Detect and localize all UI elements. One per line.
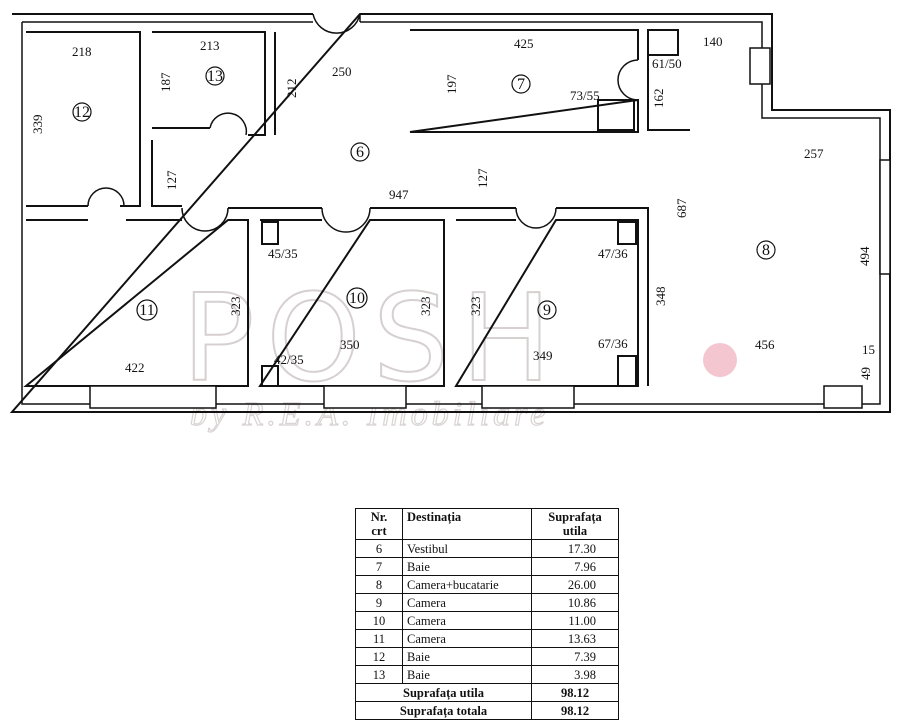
table-row: 7 Baie 7.96 [355, 557, 619, 576]
room-10-fixture-bottom [261, 365, 279, 387]
dim-r12-width: 218 [72, 44, 92, 59]
room-9-fixture-top [617, 221, 637, 245]
table-row: 12 Baie 7.39 [355, 647, 619, 666]
room-9-wall [454, 219, 639, 387]
door-room-9 [515, 207, 557, 229]
room-12-number: 12 [74, 104, 90, 121]
dim-r9-47-36: 47/36 [598, 246, 628, 261]
dim-hall-947: 947 [389, 187, 409, 202]
room-12-wall [26, 31, 141, 207]
total-overall-row: Suprafața totala 98.12 [355, 701, 619, 720]
room-8-number: 8 [762, 242, 770, 259]
dim-hall-127b: 127 [475, 168, 490, 188]
room-6-marker [350, 142, 370, 162]
table-row: 8 Camera+bucatarie 26.00 [355, 575, 619, 594]
door-room-12 [87, 187, 125, 207]
dim-hall-212: 212 [284, 79, 299, 99]
room-13-marker [205, 66, 225, 86]
outer-wall [9, 13, 891, 413]
dim-r8-494: 494 [857, 246, 872, 266]
dim-hall-250: 250 [332, 64, 352, 79]
room-6-number: 6 [356, 144, 364, 161]
outer-wall-inner [21, 21, 881, 405]
header-nr: Nr.crt [355, 508, 403, 540]
dim-61-50: 61/50 [652, 56, 682, 71]
dim-r9-349: 349 [533, 348, 553, 363]
total-useful-row: Suprafața utila 98.12 [355, 683, 619, 702]
room-10-wall [258, 219, 445, 387]
door-room-10 [321, 207, 371, 233]
dim-hall-127a: 127 [164, 170, 179, 190]
hall-wall-left [151, 32, 276, 207]
floor-plan: POSH by R.E.A. Imobiliare [9, 13, 891, 434]
dim-r7-height: 197 [444, 74, 459, 94]
room-10-number: 10 [349, 290, 365, 307]
door-room-7 [617, 59, 639, 101]
table-row: 6 Vestibul 17.30 [355, 539, 619, 558]
dim-r9-348: 348 [653, 287, 668, 307]
room-12-marker [72, 102, 92, 122]
room-7-fixture [597, 99, 635, 131]
dim-r11-422: 422 [125, 360, 145, 375]
dim-r13-height: 187 [158, 72, 173, 92]
dim-r8-257: 257 [804, 146, 824, 161]
dim-r8-49: 49 [858, 367, 873, 380]
dim-r9-323: 323 [468, 297, 483, 317]
room-10-marker [346, 287, 368, 309]
room-9-fixture-bottom [617, 355, 637, 387]
dim-r7-fixture: 73/55 [570, 88, 600, 103]
dim-r9-67-36: 67/36 [598, 336, 628, 351]
window-room-10 [323, 385, 407, 409]
room-13-wall [152, 31, 266, 136]
door-room-11 [181, 207, 229, 232]
room-7-marker [511, 74, 531, 94]
dim-r8-15: 15 [862, 342, 875, 357]
dim-r10-323: 323 [418, 297, 433, 317]
header-destination: Destinația [402, 508, 532, 540]
window-room-11 [89, 385, 217, 409]
room-11-marker [136, 299, 158, 321]
room-13-number: 13 [207, 68, 223, 85]
room-9-marker [537, 300, 557, 320]
hall-wall-bottom [228, 207, 649, 386]
dim-r7-width: 425 [514, 36, 534, 51]
window-room-8-right [879, 159, 891, 275]
door-room-13 [209, 112, 248, 136]
table-row: 9 Camera 10.86 [355, 593, 619, 612]
window-room-8-bottom [823, 385, 863, 409]
window-balcony [749, 47, 771, 85]
dim-r10-42-35: 42/35 [274, 352, 304, 367]
table-row: 13 Baie 3.98 [355, 665, 619, 684]
dim-r11-323: 323 [228, 297, 243, 317]
room-7-wall [409, 29, 639, 133]
room-11-number: 11 [139, 302, 154, 319]
table-row: 10 Camera 11.00 [355, 611, 619, 630]
cabinet-61-50 [647, 29, 679, 56]
watermark-dot [703, 343, 737, 377]
door-entrance [312, 13, 361, 34]
dim-r10-350: 350 [340, 337, 360, 352]
room-10-fixture-top [261, 221, 279, 245]
dim-r13-width: 213 [200, 38, 220, 53]
dim-r8-687: 687 [674, 198, 689, 218]
dim-r12-height: 339 [30, 115, 45, 135]
dim-r8-456: 456 [755, 337, 775, 352]
room-8-marker [756, 240, 776, 260]
room-7-number: 7 [517, 76, 525, 93]
window-room-9 [481, 385, 575, 409]
dim-r7-162: 162 [651, 89, 666, 109]
dim-140: 140 [703, 34, 723, 49]
dim-r10-45-35: 45/35 [268, 246, 298, 261]
room-11-wall [23, 219, 249, 387]
room-9-number: 9 [543, 302, 551, 319]
table-row: 11 Camera 13.63 [355, 629, 619, 648]
hall-right-wall [647, 55, 690, 131]
